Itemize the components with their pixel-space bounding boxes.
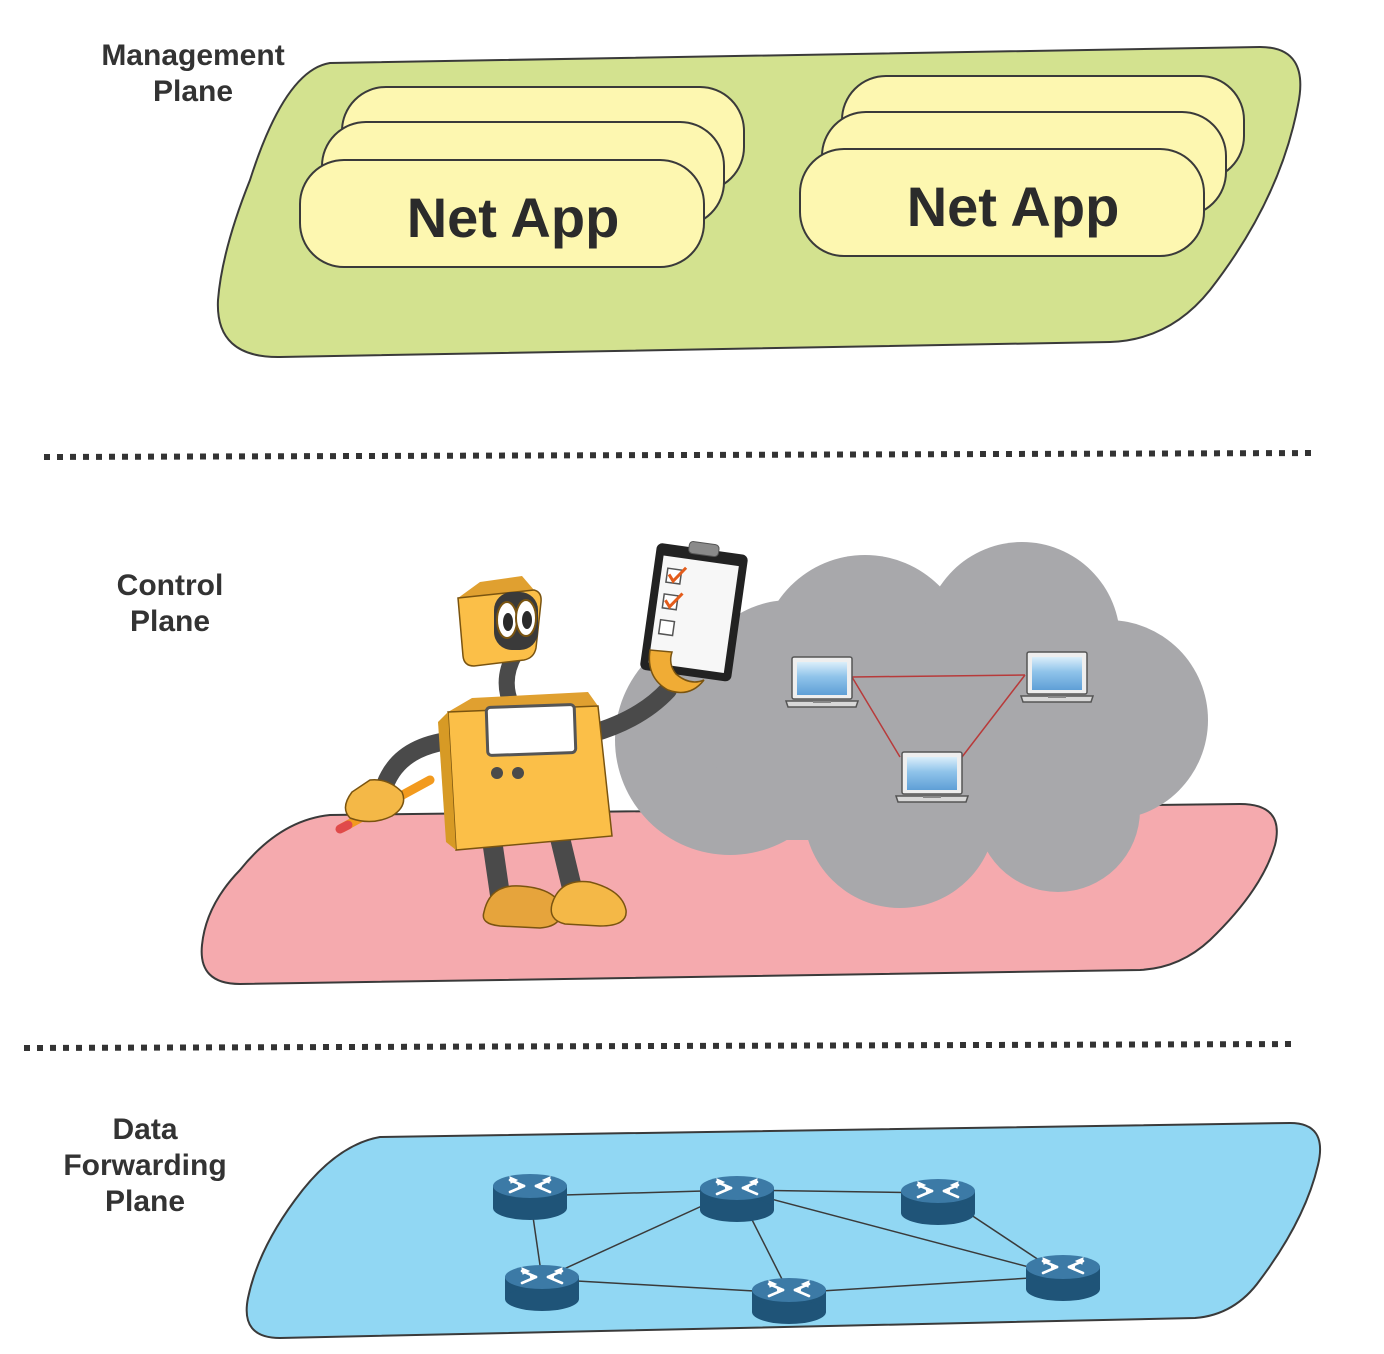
cloud-network-links — [851, 674, 1026, 758]
data-plane-label-line: Forwarding — [63, 1149, 227, 1182]
net-app-label: Net App — [907, 175, 1120, 238]
net-app-label: Net App — [407, 186, 620, 249]
data-plane-label-line: Plane — [104, 1185, 186, 1218]
laptop-icon — [1020, 651, 1094, 703]
plane-divider — [23, 1041, 1299, 1051]
router-icon — [491, 1172, 569, 1222]
management-plane-label-line: Plane — [152, 75, 234, 108]
net-app-stack-left: Net App — [299, 86, 745, 268]
control-plane-label-line: Plane — [129, 605, 211, 638]
robot-with-clipboard-icon — [335, 541, 748, 929]
laptop-icon — [895, 751, 969, 803]
data-plane-label-line: Data — [112, 1113, 178, 1146]
management-plane-label: Management Plane — [88, 38, 298, 110]
router-icon — [698, 1174, 776, 1224]
control-plane-label: Control Plane — [90, 568, 250, 640]
control-plane-label-line: Control — [116, 569, 224, 602]
data-plane-label: Data Forwarding Plane — [50, 1112, 240, 1220]
plane-divider — [43, 450, 1319, 460]
router-icon — [503, 1263, 581, 1313]
net-app-card — [299, 159, 705, 268]
router-icon — [1024, 1253, 1102, 1303]
router-icon — [899, 1177, 977, 1227]
router-icon — [750, 1276, 828, 1326]
management-plane-label-line: Management — [101, 39, 285, 72]
laptop-icon — [785, 656, 859, 708]
net-app-card — [799, 148, 1205, 257]
net-app-stack-right: Net App — [799, 75, 1245, 257]
